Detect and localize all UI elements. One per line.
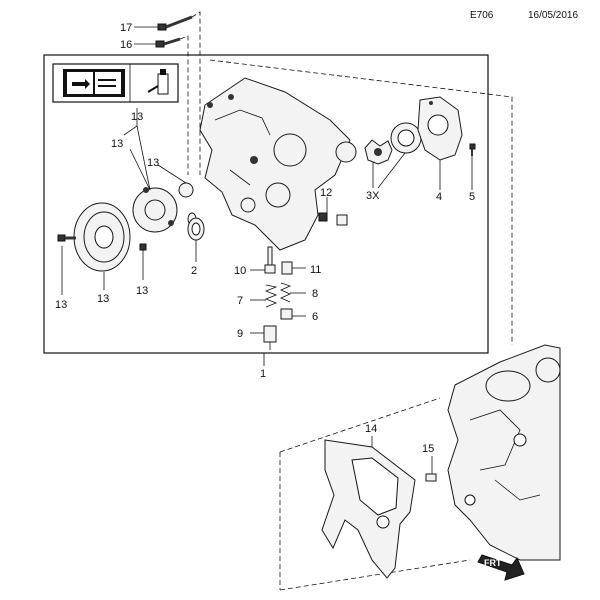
front-direction-arrow: FRT [477, 554, 525, 581]
callout-15: 15 [422, 443, 434, 455]
callout-5: 5 [469, 191, 475, 203]
callout-8: 8 [312, 288, 318, 300]
valve-piston-9 [263, 325, 277, 350]
dowel-pin-15 [425, 473, 437, 482]
water-pump [132, 187, 178, 233]
callout-10: 10 [234, 265, 246, 277]
plug-12 [318, 212, 348, 226]
callout-11: 11 [310, 264, 321, 276]
assembly-group-frame [43, 54, 489, 354]
callout-1: 1 [260, 368, 266, 380]
screw-5 [469, 143, 476, 156]
group-dash-upper [209, 59, 513, 345]
engine-block [447, 344, 561, 561]
valve-plug-11 [281, 261, 293, 275]
bolt-16 [155, 37, 181, 48]
relief-valve-spring-7 [264, 284, 278, 308]
valve-piston-6 [280, 308, 293, 320]
diagram-code: E706 [470, 10, 494, 21]
callout-labels: 17 16 13 13 13 13 13 13 12 3X 4 5 2 10 1… [55, 22, 475, 455]
oil-pump-rotor-outer [390, 122, 422, 154]
service-manual-icon [63, 69, 125, 97]
leader-dash-17 [191, 11, 201, 175]
callout-7: 7 [237, 295, 243, 307]
frt-label: FRT [484, 558, 502, 568]
oil-pump-cover [417, 96, 463, 161]
callout-13-f: 13 [136, 285, 148, 297]
leader-lines [61, 26, 473, 474]
callout-16: 16 [120, 39, 132, 51]
leader-dash-16 [179, 35, 189, 175]
callout-12: 12 [320, 187, 332, 199]
callout-13-d: 13 [55, 299, 67, 311]
callout-17: 17 [120, 22, 132, 34]
callout-6: 6 [312, 311, 318, 323]
water-pump-gasket [178, 182, 194, 198]
water-pump-bolt [139, 243, 147, 251]
pulley-bolt [57, 234, 76, 242]
callout-14: 14 [365, 423, 377, 435]
legend-icon-box [52, 63, 179, 103]
callout-13-b: 13 [111, 138, 123, 150]
front-cover-gasket [321, 439, 416, 579]
bolt-17 [157, 15, 193, 31]
callout-2: 2 [191, 265, 197, 277]
sealant-tube-icon [147, 69, 169, 95]
callout-3x: 3X [366, 190, 380, 202]
callout-13-e: 13 [97, 293, 109, 305]
relief-valve-spring-8 [280, 282, 292, 303]
oil-pump-rotor-inner [364, 139, 393, 165]
callout-9: 9 [237, 328, 243, 340]
diagram-date: 16/05/2016 [528, 10, 579, 21]
engine-front-cover [199, 77, 357, 251]
callout-4: 4 [436, 191, 442, 203]
relief-valve-piston-10 [264, 246, 276, 274]
callout-13-c: 13 [147, 157, 159, 169]
group-dash-lower [279, 397, 471, 591]
callout-13-a: 13 [131, 111, 143, 123]
crankshaft-pulley [73, 202, 131, 272]
crankshaft-seal [187, 217, 205, 241]
